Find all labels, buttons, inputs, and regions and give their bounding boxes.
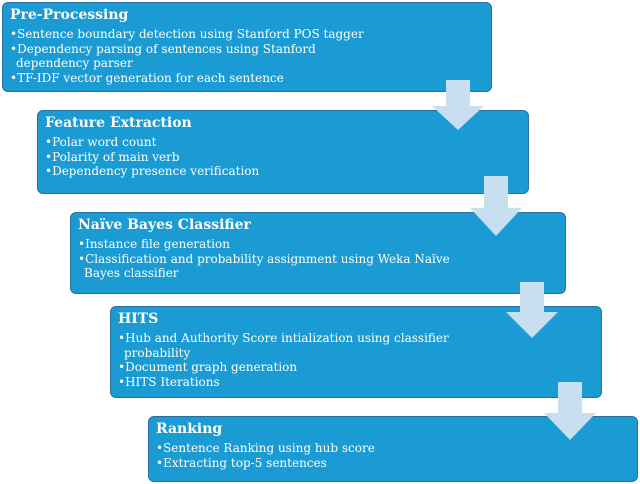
list-item: Hub and Authority Score intialization us…: [118, 331, 474, 360]
list-item: Extracting top-5 sentences: [156, 456, 629, 471]
list-item: HITS Iterations: [118, 375, 593, 390]
list-item: Dependency presence verification: [45, 164, 520, 179]
stage-ranking: Ranking Sentence Ranking using hub score…: [148, 416, 638, 482]
list-item: Sentence Ranking using hub score: [156, 441, 629, 456]
stage-title: Ranking: [156, 421, 223, 437]
stage-naive-bayes-classifier: Naïve Bayes Classifier Instance file gen…: [70, 212, 566, 294]
list-item: Polar word count: [45, 135, 520, 150]
down-arrow-icon: [470, 176, 522, 236]
stage-items: Hub and Authority Score intialization us…: [118, 331, 593, 389]
down-arrow-icon: [506, 282, 558, 338]
stage-title: HITS: [118, 311, 159, 327]
stage-title: Feature Extraction: [45, 115, 192, 131]
stage-pre-processing: Pre-Processing Sentence boundary detecti…: [2, 2, 492, 92]
stage-feature-extraction: Feature Extraction Polar word count Pola…: [37, 110, 529, 194]
list-item: Polarity of main verb: [45, 150, 520, 165]
list-item: Classification and probability assignmen…: [78, 252, 484, 281]
list-item: Sentence boundary detection using Stanfo…: [10, 27, 483, 42]
down-arrow-icon: [544, 382, 596, 440]
stage-items: Sentence Ranking using hub score Extract…: [156, 441, 629, 470]
list-item: Instance file generation: [78, 237, 557, 252]
list-item: Dependency parsing of sentences using St…: [10, 42, 336, 71]
list-item: Document graph generation: [118, 360, 593, 375]
down-arrow-icon: [432, 80, 484, 130]
list-item: TF-IDF vector generation for each senten…: [10, 71, 483, 86]
stage-items: Sentence boundary detection using Stanfo…: [10, 27, 483, 85]
stage-title: Naïve Bayes Classifier: [78, 217, 251, 233]
stage-items: Polar word count Polarity of main verb D…: [45, 135, 520, 179]
stage-title: Pre-Processing: [10, 7, 129, 23]
stage-items: Instance file generation Classification …: [78, 237, 557, 281]
